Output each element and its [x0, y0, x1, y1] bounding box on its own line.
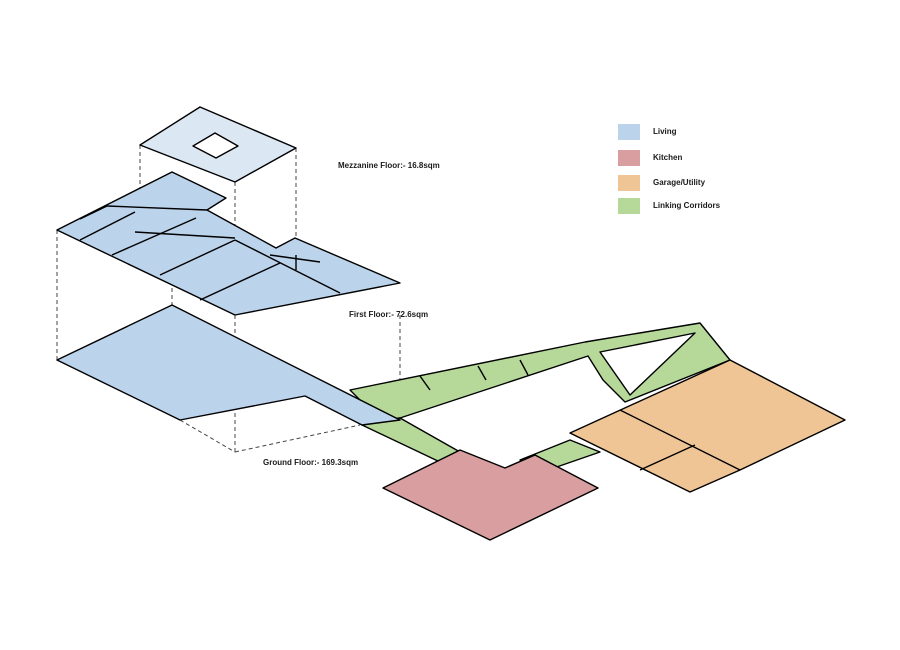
mezzanine-floor	[139, 106, 297, 183]
ground-floor-living	[56, 304, 401, 426]
corridor-courtyard	[599, 332, 696, 396]
corridor-to-kitchen	[361, 417, 461, 463]
kitchen	[382, 449, 599, 541]
ground-floor-label: Ground Floor:- 169.3sqm	[263, 458, 359, 467]
garage-utility	[569, 359, 846, 493]
first-floor-label: First Floor:- 72.6sqm	[349, 310, 429, 319]
mezzanine-floor-label: Mezzanine Floor:- 16.8sqm	[338, 161, 440, 170]
first-floor-living	[56, 171, 401, 316]
